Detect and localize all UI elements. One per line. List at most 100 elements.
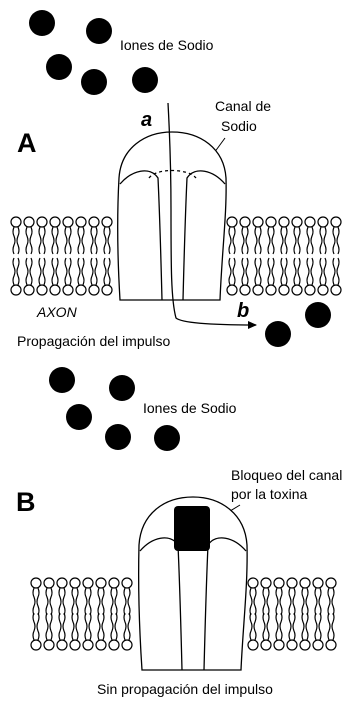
lipid-bilayer-right-b xyxy=(248,578,336,650)
caption-a: Propagación del impulso xyxy=(17,333,171,349)
lipid-head xyxy=(50,285,60,295)
lipid-head xyxy=(274,640,284,650)
lipid-tail xyxy=(72,588,74,615)
lipid-tail xyxy=(43,227,45,254)
sodium-ion xyxy=(29,10,55,36)
lipid-tail xyxy=(276,613,278,640)
lipid-tail xyxy=(76,613,78,640)
lipid-head xyxy=(313,578,323,588)
sodium-ion xyxy=(305,302,331,328)
lipid-tail xyxy=(298,227,300,254)
panel-label-b: B xyxy=(16,487,36,517)
lipid-tail xyxy=(294,227,296,254)
lipid-head xyxy=(70,578,80,588)
lipid-tail xyxy=(82,258,84,285)
lipid-tail xyxy=(56,227,58,254)
lipid-tail xyxy=(272,227,274,254)
lipid-tail xyxy=(128,588,130,615)
lipid-tail xyxy=(13,258,15,285)
lipid-tail xyxy=(59,613,61,640)
lipid-tail xyxy=(30,258,32,285)
panel-label-a: A xyxy=(17,128,37,158)
lipid-head xyxy=(37,217,47,227)
lipid-tail xyxy=(91,227,93,254)
lipid-head xyxy=(331,285,341,295)
lipid-head xyxy=(11,217,21,227)
lipid-head xyxy=(89,285,99,295)
lipid-tail xyxy=(82,227,84,254)
lipid-tail xyxy=(302,588,304,615)
lipid-head xyxy=(57,578,67,588)
lipid-tail xyxy=(98,613,100,640)
sodium-ion xyxy=(109,375,135,401)
lipid-tail xyxy=(255,258,257,285)
lipid-tail xyxy=(98,588,100,615)
lipid-tail xyxy=(333,227,335,254)
lipid-tail xyxy=(324,258,326,285)
lipid-head xyxy=(227,285,237,295)
panel-b: Iones de Sodio B Bloqueo del canal por l… xyxy=(16,367,342,697)
lipid-tail xyxy=(85,588,87,615)
lipid-tail xyxy=(76,588,78,615)
lipid-tail xyxy=(78,227,80,254)
lipid-tail xyxy=(69,258,71,285)
block-label-line1: Bloqueo del canal xyxy=(231,467,342,483)
lipid-tail xyxy=(294,258,296,285)
lipid-tail xyxy=(108,227,110,254)
lipid-tail xyxy=(307,227,309,254)
lipid-head xyxy=(300,578,310,588)
ions-label-b: Iones de Sodio xyxy=(143,400,237,416)
lipid-tail xyxy=(263,588,265,615)
lipid-tail xyxy=(65,227,67,254)
lipid-tail xyxy=(111,588,113,615)
lipid-tail xyxy=(95,227,97,254)
lipid-tail xyxy=(69,227,71,254)
lipid-tail xyxy=(89,613,91,640)
lipid-tail xyxy=(302,613,304,640)
lipid-tail xyxy=(104,227,106,254)
lipid-tail xyxy=(280,588,282,615)
lipid-head xyxy=(261,578,271,588)
lipid-tail xyxy=(333,258,335,285)
lipid-head xyxy=(44,578,54,588)
lipid-head xyxy=(89,217,99,227)
lipid-head xyxy=(109,578,119,588)
lipid-head xyxy=(70,640,80,650)
lipid-head xyxy=(31,578,41,588)
lipid-tail xyxy=(315,613,317,640)
lipid-tail xyxy=(91,258,93,285)
sodium-ion xyxy=(86,18,112,44)
lipid-tail xyxy=(115,588,117,615)
sodium-ion xyxy=(66,404,92,430)
lipid-tail xyxy=(229,227,231,254)
sodium-ion xyxy=(46,54,72,80)
lipid-tail xyxy=(13,227,15,254)
lipid-tail xyxy=(111,613,113,640)
lipid-head xyxy=(96,578,106,588)
lipid-tail xyxy=(37,588,39,615)
lipid-head xyxy=(326,640,336,650)
lipid-head xyxy=(122,640,132,650)
lipid-tail xyxy=(293,588,295,615)
lipid-tail xyxy=(108,258,110,285)
lipid-tail xyxy=(315,588,317,615)
lipid-head xyxy=(279,285,289,295)
lipid-head xyxy=(292,285,302,295)
lipid-tail xyxy=(259,227,261,254)
lipid-tail xyxy=(263,613,265,640)
lipid-tail xyxy=(307,258,309,285)
lipid-tail xyxy=(254,613,256,640)
lipid-tail xyxy=(124,588,126,615)
lipid-tail xyxy=(17,258,19,285)
sodium-ion xyxy=(154,425,180,451)
lipid-tail xyxy=(324,227,326,254)
lipid-head xyxy=(318,217,328,227)
sodium-ion xyxy=(132,67,158,93)
lipid-head xyxy=(50,217,60,227)
lipid-head xyxy=(300,640,310,650)
lipid-head xyxy=(102,285,112,295)
sodium-ion xyxy=(81,69,107,95)
lipid-tail xyxy=(320,227,322,254)
lipid-tail xyxy=(229,258,231,285)
